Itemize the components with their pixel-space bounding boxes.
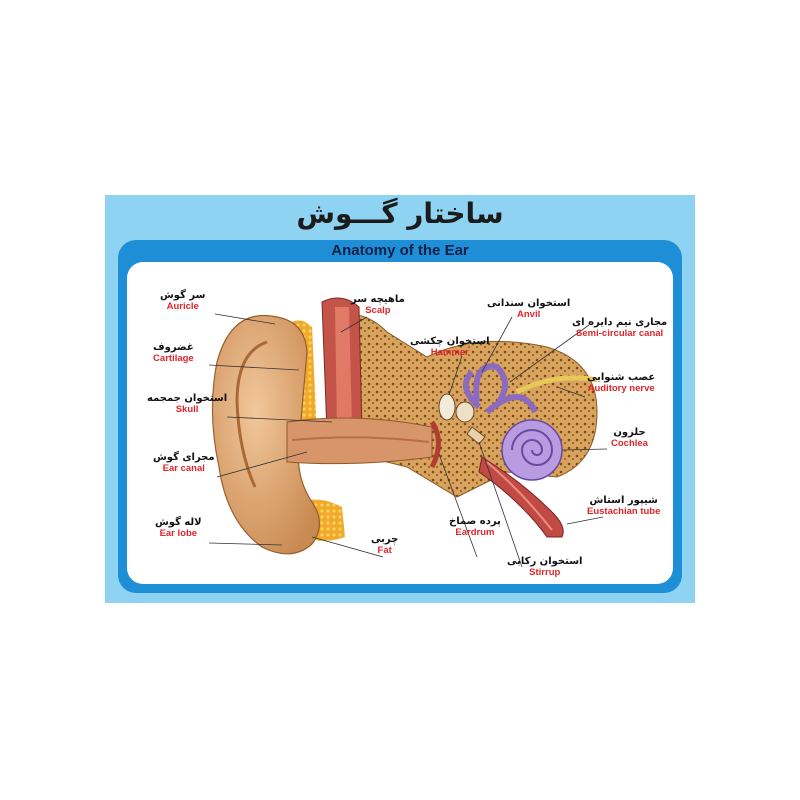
leader-lines: [208, 313, 608, 568]
label-eardrum: پرده صماخ Eardrum: [449, 516, 501, 538]
title-persian: ساختار گـــوش: [296, 197, 504, 230]
label-auricle: سر گوش Auricle: [160, 290, 206, 312]
stirrup-shape: [466, 426, 486, 445]
title-english: Anatomy of the Ear: [331, 242, 469, 259]
label-hammer: استخوان چکشی Hammer: [410, 336, 490, 358]
label-ear-lobe: لاله گوش Ear lobe: [155, 517, 202, 539]
diagram-panel: سر گوش Auricle غضروف Cartilage استخوان ج…: [127, 262, 673, 584]
ear-illustration: [208, 297, 608, 568]
semicircular-canals: [462, 363, 538, 415]
title-band: Anatomy of the Ear: [118, 240, 682, 593]
label-fat: چربی Fat: [371, 534, 399, 556]
label-ear-canal: مجرای گوش Ear canal: [153, 452, 215, 474]
label-auditory-nerve: عصب شنوایی Auditory nerve: [587, 372, 656, 394]
poster: ساختار گـــوش Anatomy of the Ear: [105, 195, 695, 603]
label-cochlea: حلزون Cochlea: [611, 427, 648, 449]
hammer-shape: [438, 393, 456, 421]
label-semi-circular-canal: مجاری نیم دایره ای Semi-circular canal: [572, 317, 668, 339]
eardrum-shape: [429, 420, 441, 469]
label-anvil: استخوان سندانی Anvil: [487, 298, 571, 320]
auditory-nerve-shape: [515, 375, 598, 395]
label-cartilage: غضروف Cartilage: [153, 342, 194, 364]
label-scalp: ماهیچه سر Scalp: [351, 294, 405, 316]
label-eustachian-tube: شیپور استاش Eustachian tube: [587, 495, 661, 517]
label-skull: استخوان جمجمه Skull: [147, 393, 228, 415]
label-stirrup: استخوان رکابی Stirrup: [507, 556, 583, 578]
anvil-shape: [455, 401, 475, 423]
cochlea-shape: [501, 419, 563, 481]
ear-canal-shape: [286, 417, 433, 465]
